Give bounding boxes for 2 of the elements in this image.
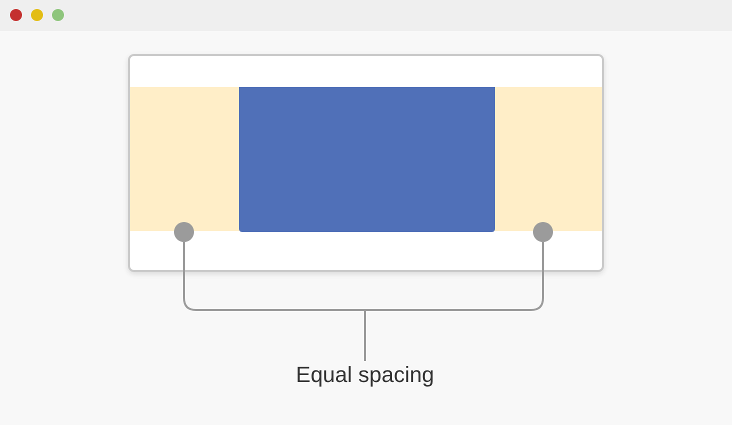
- leader-line: [364, 242, 544, 361]
- callout-label: Equal spacing: [296, 361, 434, 389]
